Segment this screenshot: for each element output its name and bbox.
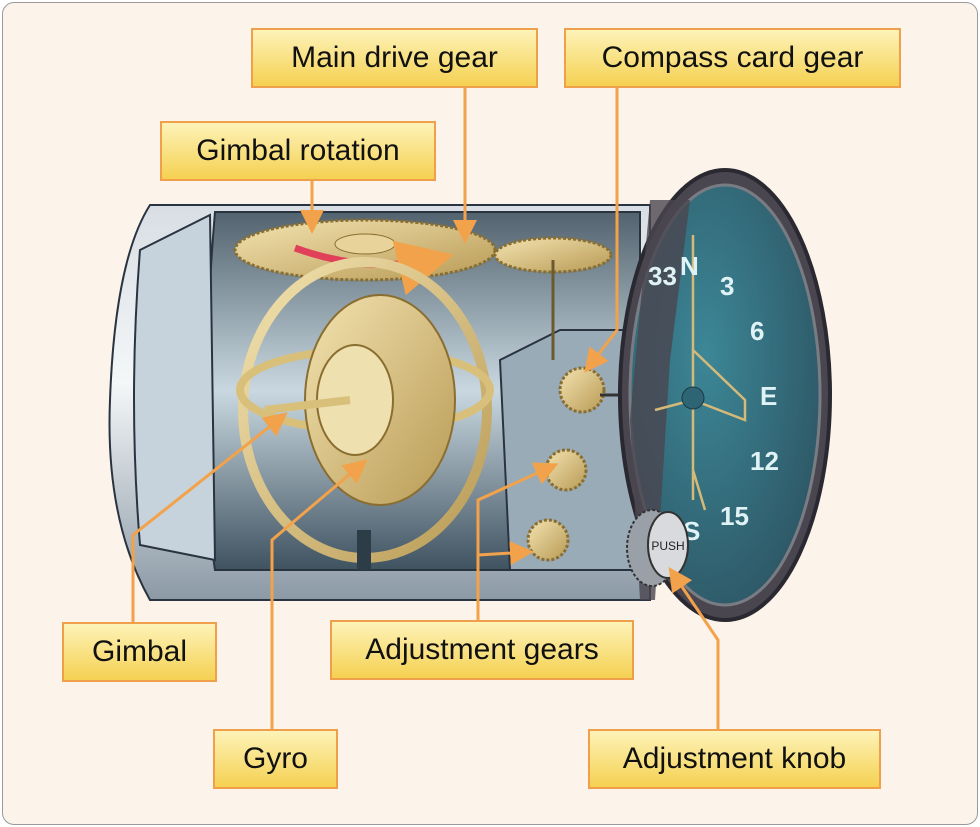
dial-label-15: 15 <box>720 501 749 531</box>
label-adjustment-knob: Adjustment knob <box>588 729 881 789</box>
adjustment-knob: PUSH <box>626 509 689 587</box>
label-main-drive-gear: Main drive gear <box>251 28 538 88</box>
label-adjustment-gears: Adjustment gears <box>330 620 634 680</box>
dial-label-12: 12 <box>750 446 779 476</box>
label-gimbal: Gimbal <box>62 622 217 682</box>
label-gimbal-rotation: Gimbal rotation <box>160 121 436 181</box>
label-gyro: Gyro <box>213 729 338 789</box>
main-drive-gear <box>233 218 497 296</box>
compass-dial: N 3 6 E 12 15 S 33 <box>618 168 832 622</box>
dial-label-n: N <box>680 251 699 281</box>
dial-label-e: E <box>760 381 777 411</box>
gyro-gimbal <box>236 257 494 570</box>
leader-lines <box>131 88 720 729</box>
dial-label-33: 33 <box>648 261 677 291</box>
dial-label-6: 6 <box>750 316 764 346</box>
label-compass-card-gear: Compass card gear <box>564 28 901 88</box>
knob-push-text: PUSH <box>651 539 684 553</box>
dial-label-3: 3 <box>720 271 734 301</box>
